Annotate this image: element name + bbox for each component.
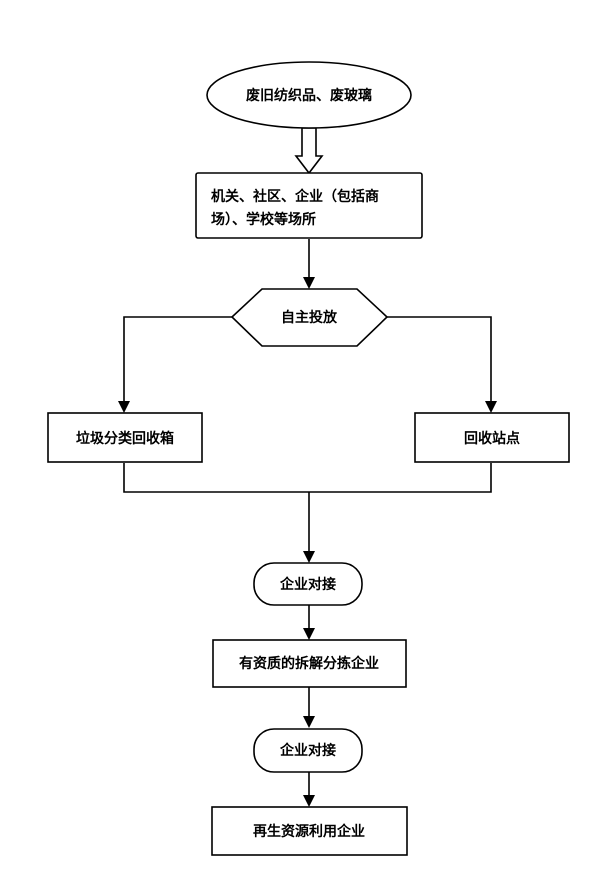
- sort-bin-label: 垃圾分类回收箱: [76, 430, 174, 447]
- station-label: 回收站点: [464, 430, 520, 447]
- connect-1-label: 企业对接: [279, 576, 336, 593]
- start-node: 废旧纺织品、废玻璃: [206, 61, 412, 129]
- station-node: 回收站点: [414, 412, 570, 463]
- edge-decision-station: [387, 316, 492, 403]
- connect-1-node: 企业对接: [253, 562, 363, 606]
- decision-node: 自主投放: [230, 288, 389, 347]
- arrowhead: [118, 401, 130, 413]
- start-label: 废旧纺织品、废玻璃: [246, 87, 372, 104]
- edge-merge: [123, 463, 492, 493]
- arrowhead: [303, 795, 315, 807]
- sources-label-line-2: 场）、学校等场所: [211, 211, 316, 228]
- arrowhead: [485, 401, 497, 413]
- arrowhead: [303, 551, 315, 563]
- recycler-node: 再生资源利用企业: [211, 806, 408, 856]
- dismantler-label: 有资质的拆解分拣企业: [239, 655, 379, 672]
- decision-label: 自主投放: [281, 309, 338, 326]
- sources-node: 机关、社区、企业（包括商 场）、学校等场所: [195, 172, 423, 239]
- connect-2-label: 企业对接: [279, 742, 336, 759]
- arrowhead: [303, 716, 315, 728]
- sources-label-line-1: 机关、社区、企业（包括商: [211, 188, 379, 205]
- connect-2-node: 企业对接: [253, 728, 363, 773]
- arrowhead: [303, 277, 315, 289]
- edge-decision-sortbin: [123, 316, 232, 403]
- dismantler-node: 有资质的拆解分拣企业: [212, 639, 407, 688]
- sort-bin-node: 垃圾分类回收箱: [47, 412, 203, 463]
- hollow-arrow: [294, 127, 324, 175]
- recycler-label: 再生资源利用企业: [253, 823, 365, 840]
- arrowhead: [303, 628, 315, 640]
